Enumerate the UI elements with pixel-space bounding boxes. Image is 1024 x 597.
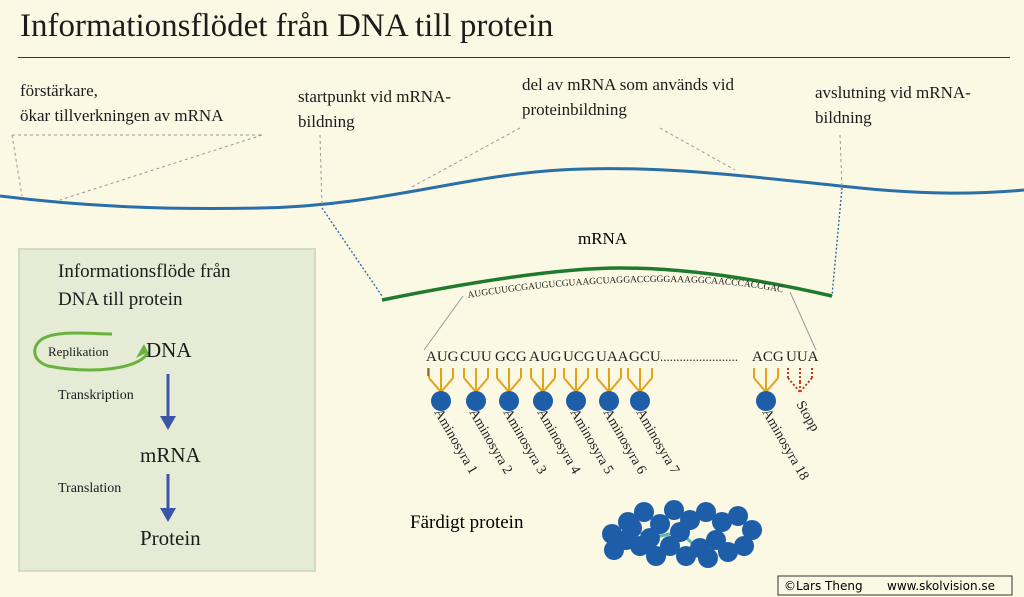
codon-last: ACG — [752, 349, 784, 365]
protein-amino-acid — [634, 502, 654, 522]
trna-with-amino-acid — [563, 368, 589, 411]
protein-amino-acid — [734, 536, 754, 556]
translation-arrowhead — [160, 508, 176, 522]
protein-amino-acid — [670, 522, 690, 542]
stop-label: Stopp — [793, 399, 822, 435]
label-coding: del av mRNA som används vid proteinbildn… — [522, 72, 734, 122]
protein-amino-acid — [742, 520, 762, 540]
pointer-coding-right — [659, 127, 736, 171]
trna-with-amino-acid — [463, 368, 489, 411]
trna-with-amino-acid — [627, 368, 653, 411]
protein-amino-acid — [650, 514, 670, 534]
amino-acid-circle — [630, 391, 650, 411]
mrna-strand — [381, 266, 833, 302]
zoom-line-right — [789, 291, 817, 351]
label-coding-line2: proteinbildning — [522, 100, 627, 119]
protein-amino-acid — [646, 546, 666, 566]
protein-amino-acid — [696, 502, 716, 522]
zoom-line-left — [423, 295, 464, 351]
protein-amino-acid — [676, 546, 696, 566]
codon-gap: ........................ — [660, 349, 738, 364]
finished-protein-cluster — [602, 500, 762, 568]
codon: GCG — [495, 349, 527, 365]
transcription-arrowhead — [160, 416, 176, 430]
panel-translation: Translation — [58, 481, 122, 496]
footer-credit: ©Lars Theng — [784, 579, 863, 593]
amino-acid-circle — [756, 391, 776, 411]
protein-amino-acid — [698, 548, 718, 568]
protein-amino-acid — [712, 512, 732, 532]
label-start-line2: bildning — [298, 112, 355, 131]
label-coding-line1: del av mRNA som används vid — [522, 75, 735, 94]
protein-amino-acid — [728, 506, 748, 526]
dna-strand — [0, 167, 1024, 210]
panel-mrna: mRNA — [140, 443, 201, 467]
trna-with-amino-acid — [596, 368, 622, 411]
codon: CUU — [460, 349, 492, 365]
pointer-start — [319, 134, 323, 208]
bubble-left — [321, 207, 383, 297]
replication-arrowhead — [136, 344, 148, 358]
label-pointers — [11, 127, 843, 208]
codon: AUG — [529, 349, 562, 365]
trna-with-amino-acid — [428, 368, 454, 411]
label-end: avslutning vid mRNA- bildning — [815, 80, 971, 130]
panel-dna: DNA — [146, 338, 192, 362]
panel-title-line1: Informationsflöde från — [58, 261, 231, 282]
label-start: startpunkt vid mRNA- bildning — [298, 84, 451, 134]
label-enhancer-line2: ökar tillverkningen av mRNA — [20, 106, 224, 125]
protein-amino-acid — [640, 528, 660, 548]
trna-with-amino-acid — [753, 368, 779, 411]
codon-sequence: AUG CUU GCG AUG UCG UAA GCU ............… — [426, 349, 819, 365]
codon-stop: UUA — [786, 349, 819, 365]
amino-acid-circle — [431, 391, 451, 411]
label-end-line2: bildning — [815, 108, 872, 127]
trna-with-amino-acid — [530, 368, 556, 411]
pointer-coding-left — [409, 127, 521, 189]
pointer-end — [839, 134, 843, 189]
amino-acid-circle — [533, 391, 553, 411]
pointer-enhancer-left — [11, 134, 23, 197]
protein-amino-acid — [660, 536, 680, 556]
stop-trna — [787, 368, 813, 393]
title-divider — [18, 57, 1010, 58]
protein-amino-acid — [664, 500, 684, 520]
info-panel: Informationsflöde från DNA till protein … — [18, 248, 316, 572]
amino-acid-circle — [466, 391, 486, 411]
zoom-lines — [423, 291, 817, 351]
amino-acid-circle — [566, 391, 586, 411]
mrna-label: mRNA — [578, 229, 628, 248]
panel-replication: Replikation — [48, 344, 109, 359]
protein-amino-acid — [706, 530, 726, 550]
footer-website: www.skolvision.se — [887, 579, 995, 593]
protein-amino-acid — [622, 518, 642, 538]
panel-protein: Protein — [140, 526, 201, 550]
replication-arrow — [33, 331, 150, 372]
amino-acid-circle — [599, 391, 619, 411]
protein-amino-acid — [604, 540, 624, 560]
bubble-right — [831, 187, 843, 297]
codon: UCG — [563, 349, 595, 365]
amino-acid-circle — [499, 391, 519, 411]
trna-forks — [427, 368, 813, 411]
panel-title: Informationsflöde från DNA till protein — [58, 258, 231, 314]
panel-title-line2: DNA till protein — [58, 289, 183, 310]
label-enhancer: förstärkare, ökar tillverkningen av mRNA — [20, 78, 224, 128]
footer-box — [777, 575, 1013, 596]
finished-protein-label: Färdigt protein — [410, 512, 524, 533]
label-enhancer-line1: förstärkare, — [20, 81, 98, 100]
transcription-bubble — [321, 187, 843, 297]
label-start-line1: startpunkt vid mRNA- — [298, 87, 451, 106]
panel-transcription: Transkription — [58, 388, 134, 403]
codon: AUG — [426, 349, 459, 365]
page-title: Informationsflödet från DNA till protein — [20, 8, 554, 44]
panel-arrows — [33, 331, 176, 522]
codon: GCU — [629, 349, 661, 365]
codon: UAA — [596, 349, 629, 365]
label-end-line1: avslutning vid mRNA- — [815, 83, 971, 102]
trna-with-amino-acid — [496, 368, 522, 411]
pointer-enhancer-right — [59, 134, 263, 201]
